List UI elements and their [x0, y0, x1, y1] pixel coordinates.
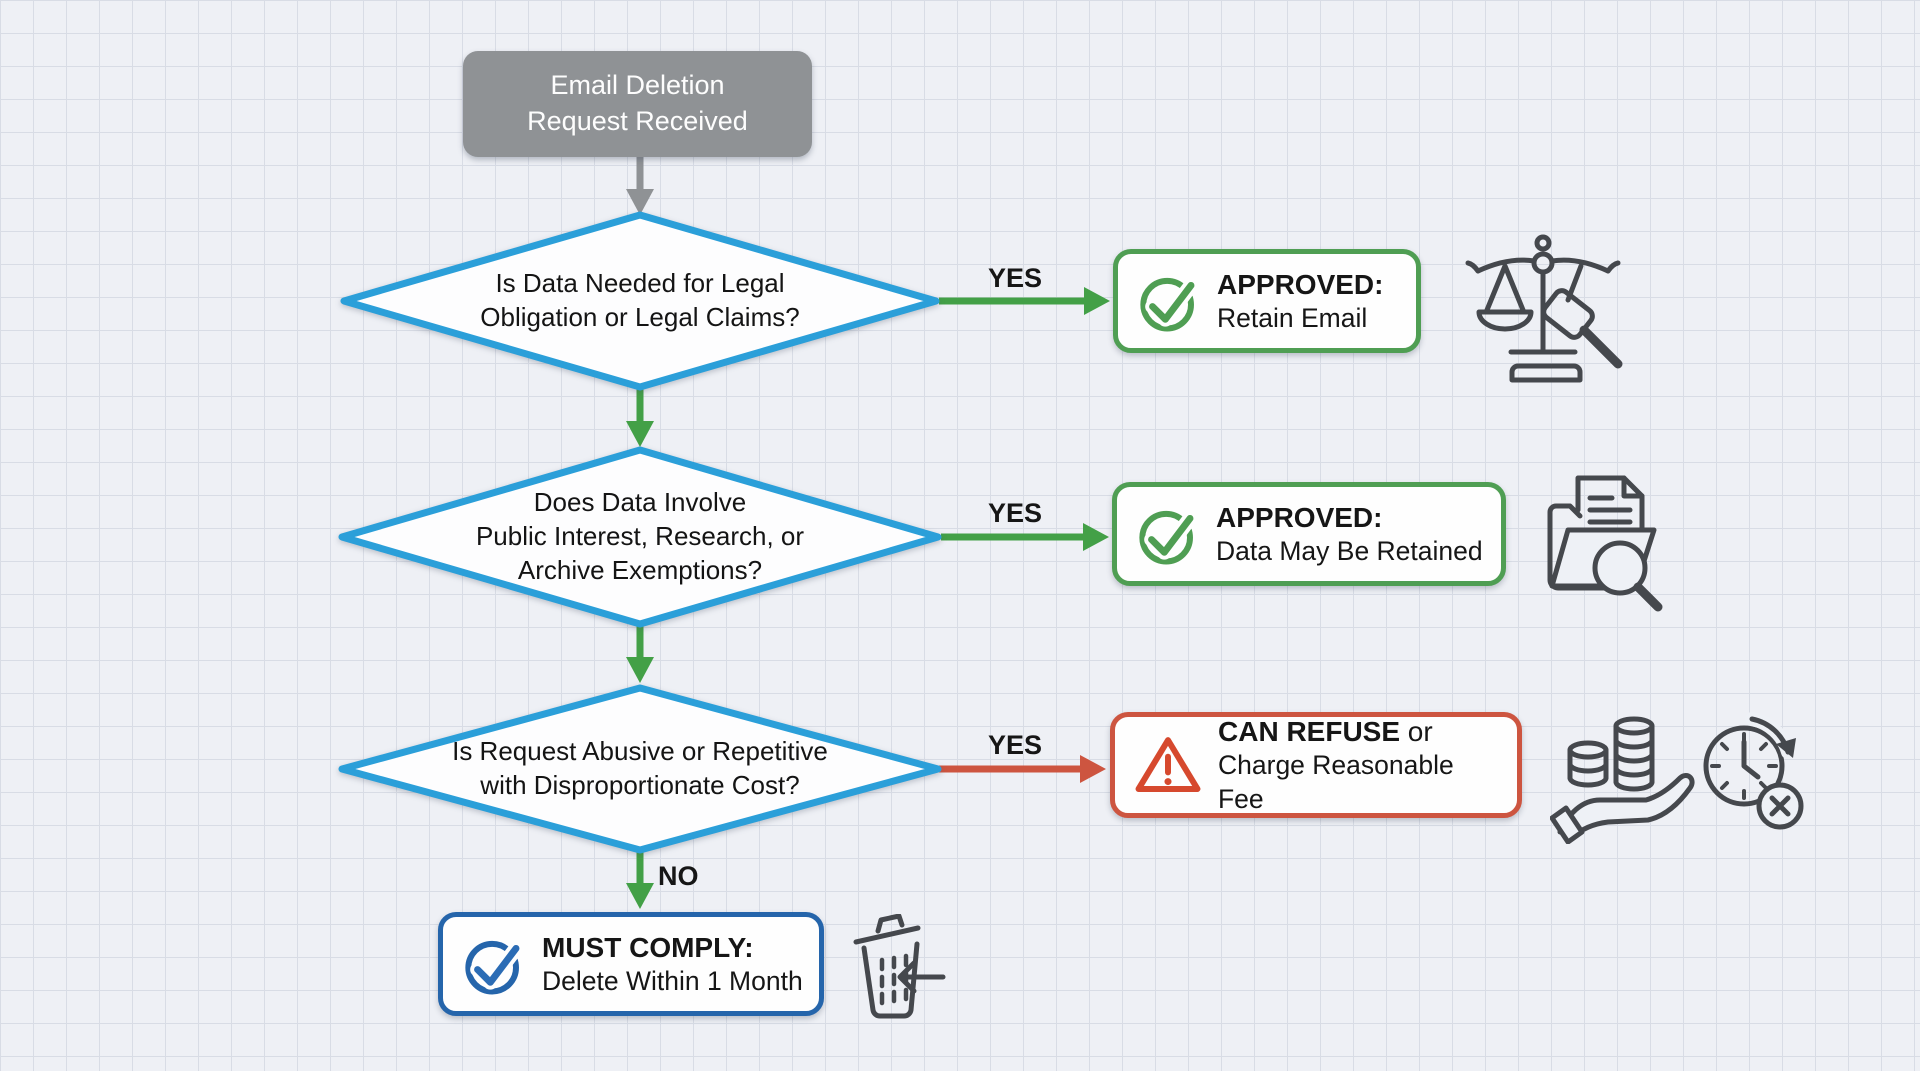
diamond-shape — [338, 684, 942, 854]
outcome-text: MUST COMPLY: Delete Within 1 Month — [542, 930, 803, 998]
outcome-title: APPROVED: — [1216, 501, 1383, 533]
outcome-text: APPROVED: Data May Be Retained — [1216, 500, 1483, 568]
outcome-text: APPROVED: Retain Email — [1217, 267, 1383, 335]
arrow-decision1-to-decision2 — [626, 389, 654, 447]
diamond-shape — [340, 211, 940, 391]
coins-hand-icon — [1549, 702, 1700, 845]
decision-public-interest: Does Data Involve Public Interest, Resea… — [336, 446, 944, 628]
edge-label-yes-1: YES — [987, 263, 1043, 293]
decision-legal-obligation: Is Data Needed for Legal Obligation or L… — [338, 211, 942, 391]
outcome-detail: Data May Be Retained — [1216, 535, 1483, 566]
decision-text: Does Data Involve Public Interest, Resea… — [475, 487, 805, 585]
outcome-detail: Delete Within 1 Month — [542, 965, 803, 996]
arrow-start-to-decision1 — [626, 157, 654, 215]
clock-refuse-icon — [1696, 706, 1808, 830]
edge-label-yes-3: YES — [987, 730, 1043, 760]
outcome-must-comply: MUST COMPLY: Delete Within 1 Month — [438, 912, 824, 1016]
edge-label-no: NO — [658, 861, 699, 891]
trash-delete-icon — [842, 913, 947, 1022]
scales-gavel-icon — [1448, 230, 1638, 390]
outcome-title: MUST COMPLY: — [542, 931, 754, 963]
outcome-text: CAN REFUSE or Charge Reasonable Fee — [1218, 714, 1501, 815]
decision-text: Is Data Needed for Legal Obligation or L… — [480, 268, 800, 332]
outcome-title: APPROVED: — [1217, 268, 1384, 300]
outcome-can-refuse: CAN REFUSE or Charge Reasonable Fee — [1110, 712, 1522, 818]
diamond-shape — [338, 446, 942, 628]
start-node: Email Deletion Request Received — [463, 51, 812, 157]
outcome-title: CAN REFUSE — [1218, 716, 1401, 748]
edge-label-yes-2: YES — [987, 498, 1043, 528]
check-circle-icon — [1140, 277, 1199, 332]
folder-search-icon — [1532, 466, 1672, 616]
arrow-decision2-to-decision3 — [626, 626, 654, 683]
check-circle-icon — [1139, 510, 1198, 565]
outcome-detail: Charge Reasonable Fee — [1218, 750, 1454, 814]
outcome-approved-retain-email: APPROVED: Retain Email — [1113, 249, 1421, 353]
outcome-title-suffix: or — [1400, 716, 1433, 748]
decision-text: Is Request Abusive or Repetitive with Di… — [452, 736, 828, 800]
decision-abusive-request: Is Request Abusive or Repetitive with Di… — [336, 684, 944, 854]
warning-triangle-icon — [1135, 737, 1201, 792]
arrow-no-decision3 — [626, 852, 654, 909]
check-circle-icon — [465, 940, 524, 995]
outcome-approved-data-retained: APPROVED: Data May Be Retained — [1112, 482, 1506, 586]
outcome-detail: Retain Email — [1217, 302, 1368, 333]
